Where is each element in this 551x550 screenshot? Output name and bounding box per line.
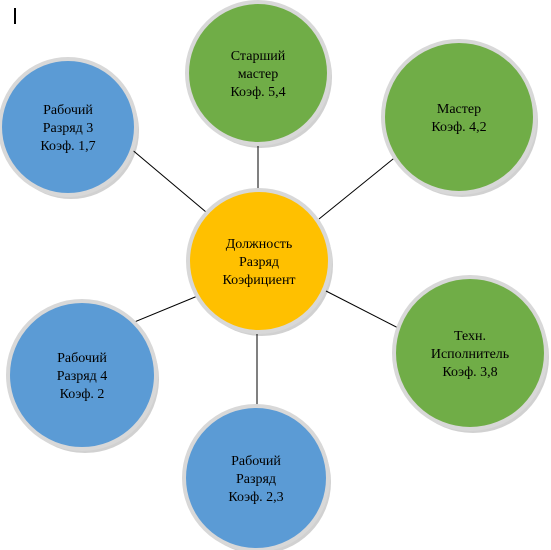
center-node-label-line: Коэфициент <box>222 273 295 288</box>
node-master-label-line: Коэф. 4,2 <box>431 120 486 135</box>
node-worker-grade-3-circle <box>0 57 138 197</box>
connector-tech-executor <box>325 290 409 334</box>
node-tech-executor-label-line: Коэф. 3,8 <box>442 365 497 380</box>
node-senior-master-circle <box>185 0 331 146</box>
node-master-label-line: Мастер <box>437 102 481 117</box>
node-tech-executor-label-line: Исполнитель <box>431 347 509 362</box>
node-worker-grade-2-label-line: Рабочий <box>231 454 281 469</box>
node-worker-grade-2-circle <box>182 404 330 550</box>
node-master-circle <box>381 39 537 195</box>
node-senior-master-label-line: мастер <box>238 67 279 82</box>
node-tech-executor-label-line: Техн. <box>454 329 486 344</box>
node-senior-master-label-line: Старший <box>231 49 286 64</box>
node-worker-grade-2-label-line: Разряд <box>236 472 276 487</box>
node-tech-executor-circle <box>392 275 548 431</box>
node-worker-grade-4-circle <box>6 299 158 451</box>
node-worker-grade-4-label-line: Рабочий <box>57 351 107 366</box>
connector-master <box>318 154 399 220</box>
center-node-label-line: Должность <box>226 237 293 252</box>
node-senior-master-label-line: Коэф. 5,4 <box>230 85 285 100</box>
node-worker-grade-3-label-line: Рабочий <box>43 103 93 118</box>
node-worker-grade-4-label-line: Разряд 4 <box>57 369 108 384</box>
node-worker-grade-4-label-line: Коэф. 2 <box>60 387 105 402</box>
node-worker-grade-3-label-line: Коэф. 1,7 <box>40 139 95 154</box>
connector-worker-grade-3 <box>129 147 207 213</box>
connector-worker-grade-4 <box>126 294 201 326</box>
node-worker-grade-3-label-line: Разряд 3 <box>43 121 94 136</box>
node-worker-grade-2-label-line: Коэф. 2,3 <box>228 490 283 505</box>
center-node-label-line: Разряд <box>239 255 279 270</box>
center-node-circle <box>186 188 332 334</box>
text-cursor <box>14 8 16 24</box>
